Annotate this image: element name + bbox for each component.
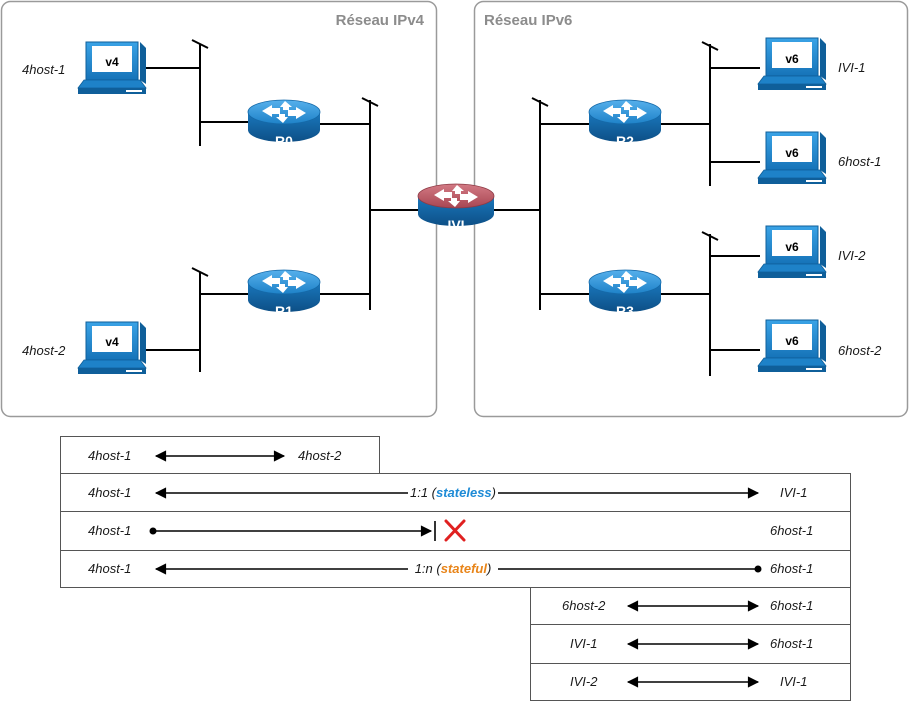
blocked-icon [444, 519, 466, 542]
host-4host-2-badge: v4 [105, 335, 119, 349]
router-r3-label: R3 [616, 303, 634, 319]
host-ivi-1: v6 IVI-1 [757, 37, 865, 91]
row3-left: 4host-1 [88, 523, 131, 538]
host-ivi-2-label: IVI-2 [838, 248, 866, 263]
router-r2: R2 [588, 99, 662, 149]
row3-right: 6host-1 [770, 523, 813, 538]
host-4host-2-label: 4host-2 [22, 343, 66, 358]
host-ivi-1-badge: v6 [785, 52, 799, 66]
host-4host-2: v4 4host-2 [22, 321, 147, 375]
row1-right: 4host-2 [298, 448, 342, 463]
host-6host-2-badge: v6 [785, 334, 799, 348]
router-ivi: IVI [417, 183, 495, 233]
row7-left: IVI-2 [570, 674, 598, 689]
network-links [140, 39, 760, 376]
host-6host-1-label: 6host-1 [838, 154, 881, 169]
row2-mode: 1:1 (stateless) [410, 485, 496, 500]
communication-table: 4host-1 4host-2 4host-1 1:1 (stateless) … [60, 436, 851, 701]
host-ivi-1-label: IVI-1 [838, 60, 865, 75]
host-4host-1-label: 4host-1 [22, 62, 65, 77]
router-r1: R1 [247, 269, 321, 319]
row2-left: 4host-1 [88, 485, 131, 500]
row6-right: 6host-1 [770, 636, 813, 651]
ipv6-zone-title: Réseau IPv6 [484, 12, 572, 29]
host-ivi-2: v6 IVI-2 [757, 225, 866, 279]
host-4host-1-badge: v4 [105, 55, 119, 69]
stateful-label: stateful [441, 561, 488, 576]
host-4host-1: v4 4host-1 [22, 41, 147, 95]
row5-left: 6host-2 [562, 598, 606, 613]
host-6host-2: v6 6host-2 [757, 319, 882, 373]
row2-right: IVI-1 [780, 485, 807, 500]
host-6host-1: v6 6host-1 [757, 131, 881, 185]
router-r1-label: R1 [275, 303, 293, 319]
row1-left: 4host-1 [88, 448, 131, 463]
row7-right: IVI-1 [780, 674, 807, 689]
router-ivi-label: IVI [447, 217, 464, 233]
router-r2-label: R2 [616, 133, 634, 149]
row4-right: 6host-1 [770, 561, 813, 576]
host-6host-2-label: 6host-2 [838, 343, 882, 358]
router-r0-label: R0 [275, 133, 293, 149]
stateless-label: stateless [436, 485, 492, 500]
router-r3: R3 [588, 269, 662, 319]
router-r0: R0 [247, 99, 321, 149]
row4-left: 4host-1 [88, 561, 131, 576]
host-6host-1-badge: v6 [785, 146, 799, 160]
row4-mode: 1:n (stateful) [415, 561, 492, 576]
row5-right: 6host-1 [770, 598, 813, 613]
ipv4-zone-title: Réseau IPv4 [336, 12, 425, 29]
host-ivi-2-badge: v6 [785, 240, 799, 254]
row6-left: IVI-1 [570, 636, 597, 651]
table-row [530, 624, 851, 664]
